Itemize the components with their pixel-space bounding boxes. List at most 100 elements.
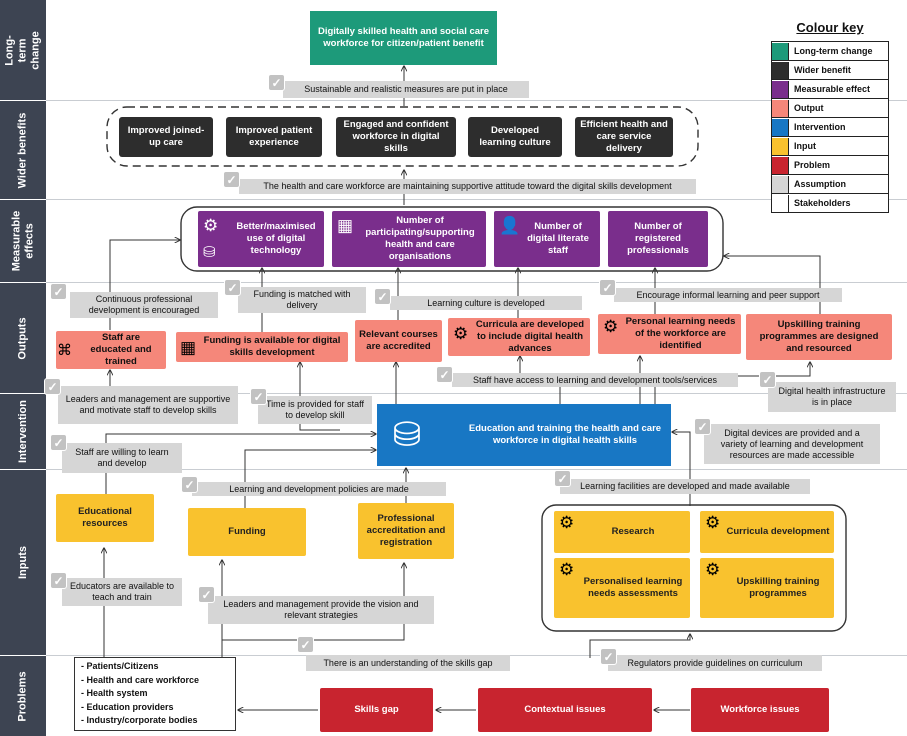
colour-key-title: Colour key bbox=[796, 20, 864, 35]
stakeholder-item: - Education providers bbox=[81, 701, 174, 712]
assumption-leaders-supportive: Leaders and management are supportive an… bbox=[58, 386, 238, 424]
input-box: Educational resources bbox=[56, 494, 154, 542]
problem-box: Skills gap bbox=[320, 688, 433, 732]
long-term-change-box: Digitally skilled health and social care… bbox=[310, 11, 497, 65]
check-icon: ✓ bbox=[297, 636, 314, 653]
check-icon: ✓ bbox=[181, 476, 198, 493]
wider-benefit-box: Engaged and confident workforce in digit… bbox=[336, 117, 456, 157]
check-icon: ✓ bbox=[599, 279, 616, 296]
row-label-outputs: Outputs bbox=[0, 283, 46, 393]
assumption-cpd: Continuous professional development is e… bbox=[70, 292, 218, 318]
gear-icon: ⚙ bbox=[559, 513, 575, 532]
check-icon: ✓ bbox=[224, 279, 241, 296]
colour-swatch bbox=[772, 61, 789, 79]
colour-swatch bbox=[772, 118, 789, 136]
output-box: Upskilling training programmes are desig… bbox=[746, 314, 892, 360]
assumption-educators: Educators are available to teach and tra… bbox=[62, 578, 182, 606]
problem-box: Workforce issues bbox=[691, 688, 829, 732]
assumption-skills-gap: There is an understanding of the skills … bbox=[306, 655, 510, 671]
colour-key-row: Output bbox=[772, 99, 888, 118]
row-label-inputs: Inputs bbox=[0, 470, 46, 655]
colour-key-row: Stakeholders bbox=[772, 194, 888, 212]
input-box: Curricula development bbox=[700, 511, 834, 553]
wider-benefit-box: Improved patient experience bbox=[226, 117, 322, 157]
colour-key-row: Assumption bbox=[772, 175, 888, 194]
check-icon: ✓ bbox=[374, 288, 391, 305]
check-icon: ✓ bbox=[50, 572, 67, 589]
row-label-measurable: Measurable effects bbox=[0, 200, 46, 282]
stakeholder-item: - Health and care workforce bbox=[81, 674, 200, 685]
intervention-box: Education and training the health and ca… bbox=[377, 404, 671, 466]
assumption-staff-willing: Staff are willing to learn and develop bbox=[62, 443, 182, 473]
colour-swatch bbox=[772, 175, 789, 193]
assumption-infrastructure: Digital health infrastructure is in plac… bbox=[768, 382, 896, 412]
gear-icon: ⚙ bbox=[705, 560, 721, 579]
check-icon: ✓ bbox=[600, 648, 617, 665]
problem-box: Contextual issues bbox=[478, 688, 652, 732]
check-icon: ✓ bbox=[554, 470, 571, 487]
check-icon: ✓ bbox=[759, 371, 776, 388]
person-icon: 👤 bbox=[499, 216, 521, 235]
input-box: Upskilling training programmes bbox=[700, 558, 834, 618]
colour-swatch bbox=[772, 99, 789, 117]
input-box: Research bbox=[554, 511, 690, 553]
network-icon: ⌘ bbox=[57, 342, 72, 359]
colour-swatch bbox=[772, 156, 789, 174]
measurable-effect-box: Number of digital literate staff bbox=[494, 211, 600, 267]
input-box: Personalised learning needs assessments bbox=[554, 558, 690, 618]
colour-key-label: Measurable effect bbox=[794, 84, 871, 94]
colour-key-row: Measurable effect bbox=[772, 80, 888, 99]
input-box: Professional accreditation and registrat… bbox=[358, 503, 454, 559]
stakeholder-item: - Health system bbox=[81, 688, 148, 698]
check-icon: ✓ bbox=[50, 283, 67, 300]
check-icon: ✓ bbox=[250, 388, 267, 405]
measurable-effect-box: Better/maximised use of digital technolo… bbox=[198, 211, 324, 267]
colour-key-label: Wider benefit bbox=[794, 65, 851, 75]
row-label-intervention: Intervention bbox=[0, 394, 46, 469]
colour-key-label: Output bbox=[794, 103, 824, 113]
table-icon: ▦ bbox=[337, 216, 354, 235]
assumption-funding-matched: Funding is matched with delivery bbox=[238, 287, 366, 313]
assumption-vision: Leaders and management provide the visio… bbox=[208, 596, 434, 624]
colour-key-label: Intervention bbox=[794, 122, 846, 132]
assumption-regulators: Regulators provide guidelines on curricu… bbox=[608, 655, 822, 671]
wider-benefit-box: Improved joined-up care bbox=[119, 117, 213, 157]
check-icon: ✓ bbox=[198, 586, 215, 603]
gear-icon: ⚙ bbox=[559, 560, 575, 579]
database-icon: ⛁ bbox=[203, 244, 216, 261]
gear-icon: ⚙ bbox=[705, 513, 721, 532]
output-box: Curricula are developed to include digit… bbox=[448, 318, 590, 356]
assumption-learning-culture: Learning culture is developed bbox=[390, 296, 582, 310]
colour-key-label: Long-term change bbox=[794, 46, 873, 56]
row-label-problems: Problems bbox=[0, 656, 46, 736]
check-icon: ✓ bbox=[50, 434, 67, 451]
stakeholder-item: - Industry/corporate bodies bbox=[81, 715, 198, 725]
assumption-time-provided: Time is provided for staff to develop sk… bbox=[258, 396, 372, 424]
colour-key-label: Assumption bbox=[794, 179, 847, 189]
check-icon: ✓ bbox=[44, 378, 61, 395]
output-box: Personal learning needs of the workforce… bbox=[598, 314, 741, 354]
gear-icon: ⚙ bbox=[453, 324, 469, 343]
measurable-effect-box: Number of participating/supporting healt… bbox=[332, 211, 486, 267]
colour-key-row: Intervention bbox=[772, 118, 888, 137]
assumption-policies: Learning and development policies are ma… bbox=[192, 482, 446, 496]
colour-key-row: Input bbox=[772, 137, 888, 156]
assumption-devices: Digital devices are provided and a varie… bbox=[704, 424, 880, 464]
database-plus-icon: ⛁ bbox=[392, 416, 422, 454]
colour-key-label: Stakeholders bbox=[794, 198, 851, 208]
output-box: Funding is available for digital skills … bbox=[176, 332, 348, 362]
colour-key-row: Wider benefit bbox=[772, 61, 888, 80]
colour-key-label: Input bbox=[794, 141, 816, 151]
stakeholder-item: - Patients/Citizens bbox=[81, 661, 159, 671]
gear-icon: ⚙ bbox=[603, 317, 619, 336]
assumption-informal-learning: Encourage informal learning and peer sup… bbox=[614, 288, 842, 302]
check-icon: ✓ bbox=[223, 171, 240, 188]
wider-benefit-box: Developed learning culture bbox=[468, 117, 562, 157]
check-icon: ✓ bbox=[268, 74, 285, 91]
colour-swatch bbox=[772, 42, 789, 60]
table-icon: ▦ bbox=[180, 338, 197, 357]
assumption-sustainable: Sustainable and realistic measures are p… bbox=[283, 81, 529, 98]
wider-benefit-box: Efficient health and care service delive… bbox=[575, 117, 673, 157]
check-icon: ✓ bbox=[436, 366, 453, 383]
